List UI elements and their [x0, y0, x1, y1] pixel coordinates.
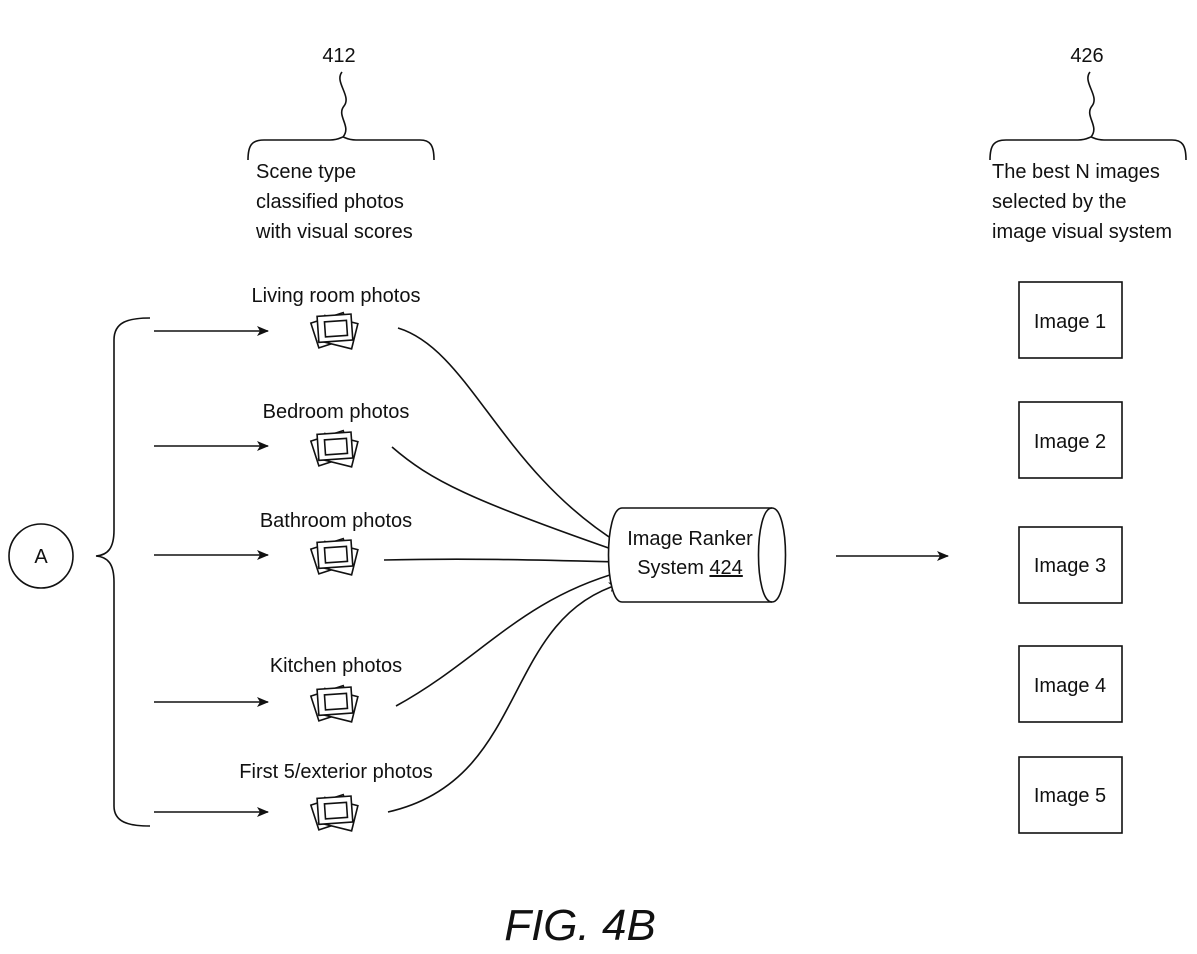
flow-arrow-living-room: [397, 327, 621, 545]
connector-circle: [8, 523, 74, 589]
category-label-bedroom: Bedroom photos: [263, 401, 410, 423]
flow-arrow-kitchen: [395, 570, 621, 707]
output-image-label-4: Image 4: [1034, 675, 1106, 697]
flow-arrow-bedroom: [391, 446, 621, 554]
output-image-box-3: [1018, 526, 1123, 604]
photo-stack-icon-kitchen: [310, 684, 359, 723]
left-group-caption-line-3: with visual scores: [255, 221, 413, 243]
category-label-bathroom: Bathroom photos: [260, 510, 412, 532]
left-group-caption-line-1: Scene type: [256, 161, 356, 183]
output-image-label-2: Image 2: [1034, 431, 1106, 453]
figure-label: FIG. 4B: [504, 901, 656, 950]
photo-stack-icon-bedroom: [310, 429, 359, 468]
photo-stack-icon-bathroom: [310, 537, 359, 576]
output-image-label-3: Image 3: [1034, 555, 1106, 577]
input-brace: [95, 317, 151, 827]
ranker-title-line-1: Image Ranker: [627, 528, 753, 550]
left-group-leader-line: [339, 71, 347, 138]
ranker-title-line-2: System 424: [637, 557, 743, 579]
right-group-caption-line-3: image visual system: [992, 221, 1172, 243]
category-label-kitchen: Kitchen photos: [270, 655, 402, 677]
flow-arrow-exterior: [387, 582, 621, 813]
ranker-ref-number: 424: [709, 557, 742, 579]
image-ranker-cylinder: [607, 507, 787, 603]
connector-label: A: [34, 546, 48, 568]
flow-arrow-bathroom: [383, 556, 621, 567]
output-image-box-1: [1018, 281, 1123, 359]
right-group-leader-line: [1087, 71, 1095, 138]
right-group-caption-line-1: The best N images: [992, 161, 1160, 183]
category-label-living-room: Living room photos: [252, 285, 421, 307]
left-group-ref-number: 412: [322, 45, 355, 67]
output-image-box-2: [1018, 401, 1123, 479]
output-image-box-5: [1018, 756, 1123, 834]
left-group-caption-line-2: classified photos: [256, 191, 404, 213]
photo-stack-icon-exterior: [310, 793, 359, 832]
right-group-caption-line-2: selected by the: [992, 191, 1127, 213]
ranker-title-prefix: System: [637, 557, 709, 579]
right-group-brace: [989, 136, 1187, 161]
output-image-label-1: Image 1: [1034, 311, 1106, 333]
output-image-box-4: [1018, 645, 1123, 723]
output-image-label-5: Image 5: [1034, 785, 1106, 807]
right-group-ref-number: 426: [1070, 45, 1103, 67]
photo-stack-icon-living-room: [310, 311, 359, 350]
left-group-brace: [247, 136, 435, 161]
category-label-exterior: First 5/exterior photos: [239, 761, 432, 783]
